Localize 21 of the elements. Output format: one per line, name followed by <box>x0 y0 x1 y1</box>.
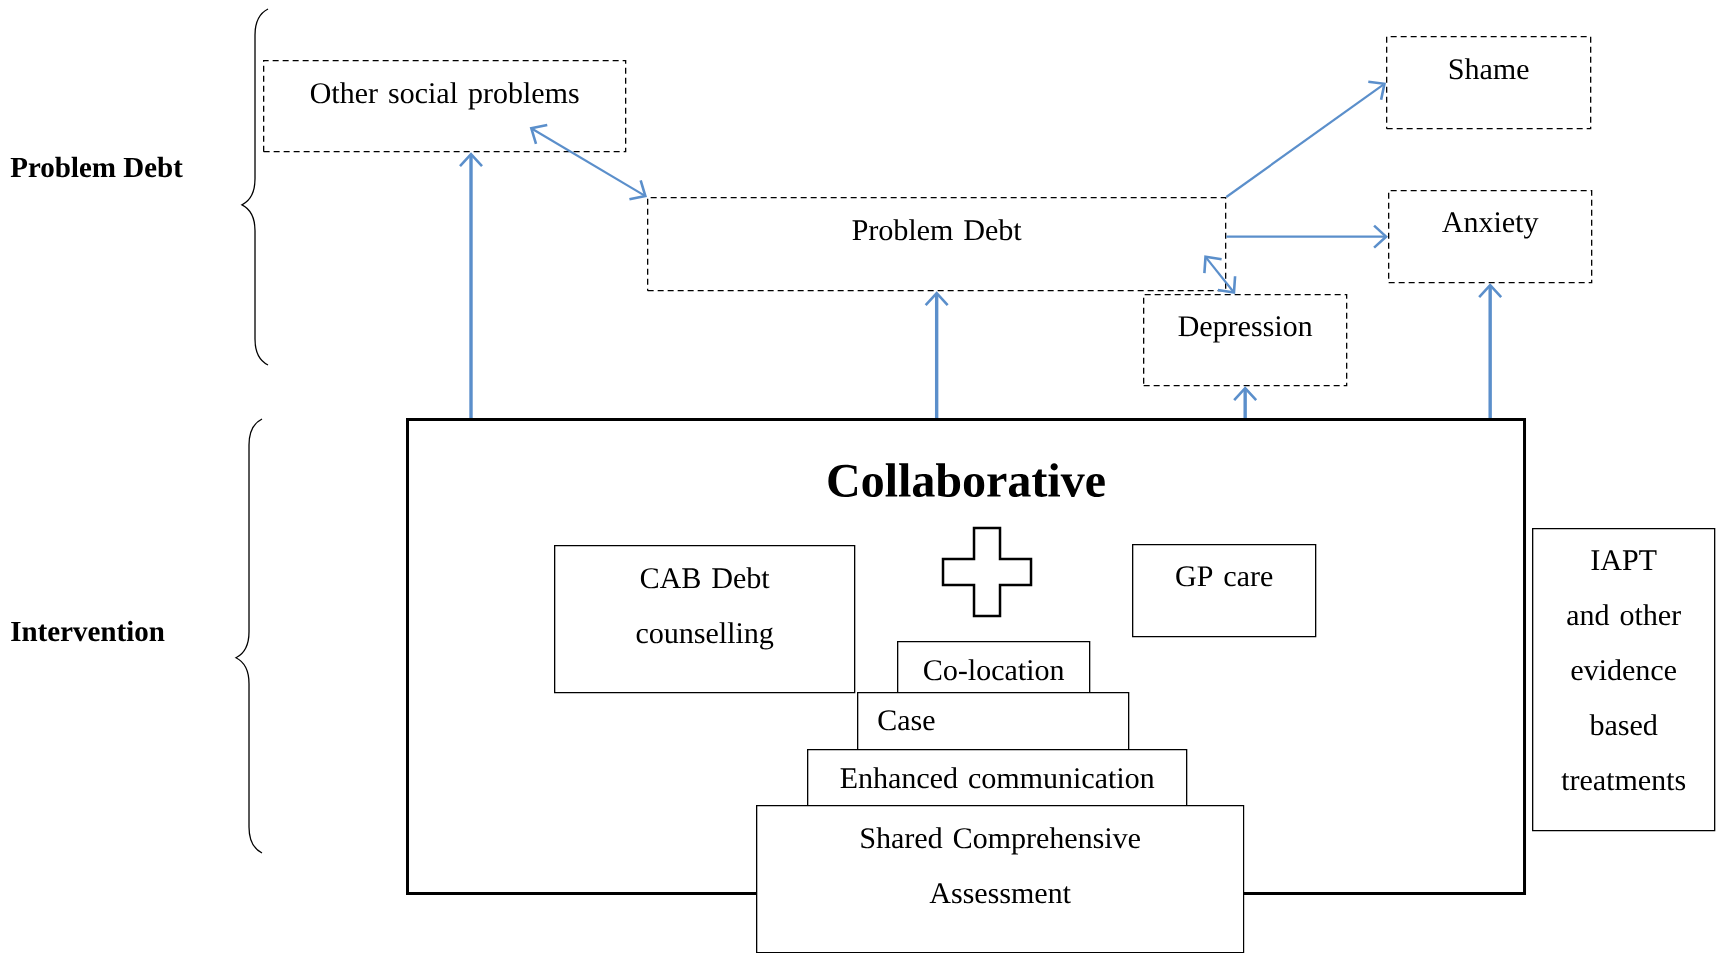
arrow <box>924 291 949 418</box>
dashed-box: Problem Debt <box>647 197 1227 292</box>
process-box: IAPT and other evidence based treatments <box>1532 528 1716 832</box>
arrow <box>459 152 483 418</box>
side-label: Problem Debt <box>10 156 183 178</box>
arrow <box>529 123 647 201</box>
arrow <box>1226 224 1388 249</box>
dashed-box: Other social problems <box>263 60 627 153</box>
stacked-box: Case <box>857 692 1130 751</box>
arrow <box>1225 80 1387 198</box>
arrow <box>1233 386 1258 418</box>
arrow <box>1203 255 1237 294</box>
side-label: Intervention <box>11 620 165 642</box>
dashed-box: Anxiety <box>1388 190 1593 284</box>
dashed-box: Depression <box>1143 294 1348 387</box>
dashed-box: Shame <box>1386 36 1592 130</box>
process-box: CAB Debt counselling <box>554 545 856 694</box>
arrow <box>1478 283 1503 418</box>
stacked-box: Enhanced communication <box>807 749 1188 807</box>
stacked-box: Co-location <box>897 641 1091 694</box>
process-box: GP care <box>1132 544 1317 638</box>
